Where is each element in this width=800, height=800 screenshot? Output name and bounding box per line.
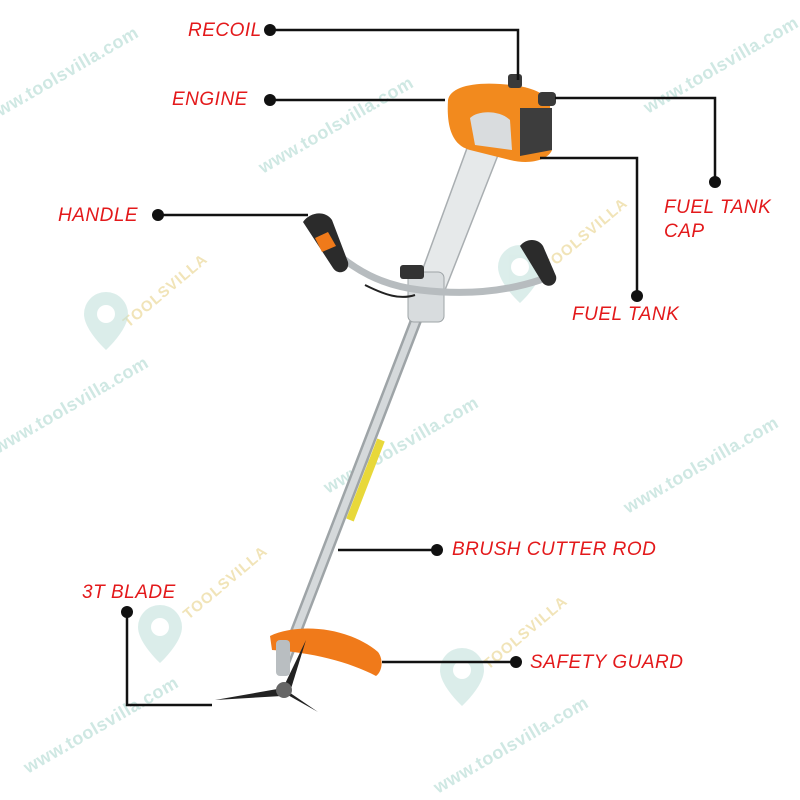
handlebar	[326, 244, 544, 298]
engine-unit	[447, 74, 556, 162]
leader-recoil	[270, 28, 520, 80]
brush-cutter-rod	[276, 304, 426, 674]
recoil-starter	[508, 74, 522, 88]
label-fuel-tank-cap-line2: CAP	[664, 220, 705, 242]
label-fuel-tank: FUEL TANK	[572, 304, 680, 325]
label-engine: ENGINE	[172, 89, 248, 110]
fuel-tank	[520, 108, 552, 156]
label-fuel-tank-cap-line1: FUEL TANK	[664, 197, 772, 218]
watermark-pin-icon	[84, 292, 128, 350]
label-blade: 3T BLADE	[82, 582, 176, 603]
leader-dots	[121, 24, 721, 668]
leader-fuel-tank	[540, 156, 639, 296]
watermark-pin-icon	[440, 648, 484, 706]
blade	[215, 640, 318, 712]
fuel-tank-cap	[538, 92, 556, 106]
leader-fuel-tank-cap	[555, 96, 717, 182]
leader-lines	[125, 28, 717, 707]
label-recoil: RECOIL	[188, 20, 262, 41]
leader-blade	[125, 612, 212, 707]
label-fuel-tank-cap: FUEL TANK CAP	[664, 196, 771, 244]
watermark-pin-icon	[138, 605, 182, 663]
safety-guard	[270, 628, 382, 676]
label-handle: HANDLE	[58, 205, 139, 226]
label-safety-guard: SAFETY GUARD	[530, 652, 684, 673]
right-grip	[520, 240, 557, 286]
label-brush-cutter-rod: BRUSH CUTTER ROD	[452, 539, 657, 560]
handle-grip	[303, 213, 349, 273]
